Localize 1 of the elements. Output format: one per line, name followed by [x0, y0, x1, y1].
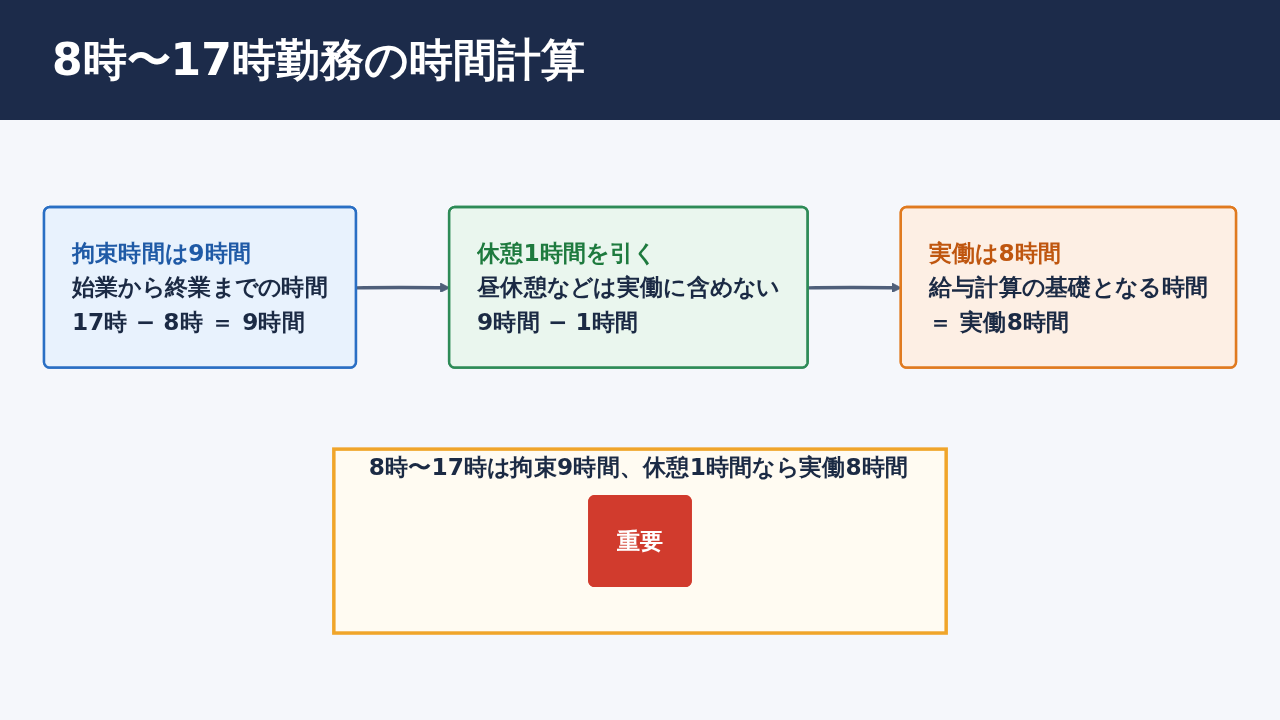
- title: 8時〜17時勤務の時間計算: [52, 33, 585, 87]
